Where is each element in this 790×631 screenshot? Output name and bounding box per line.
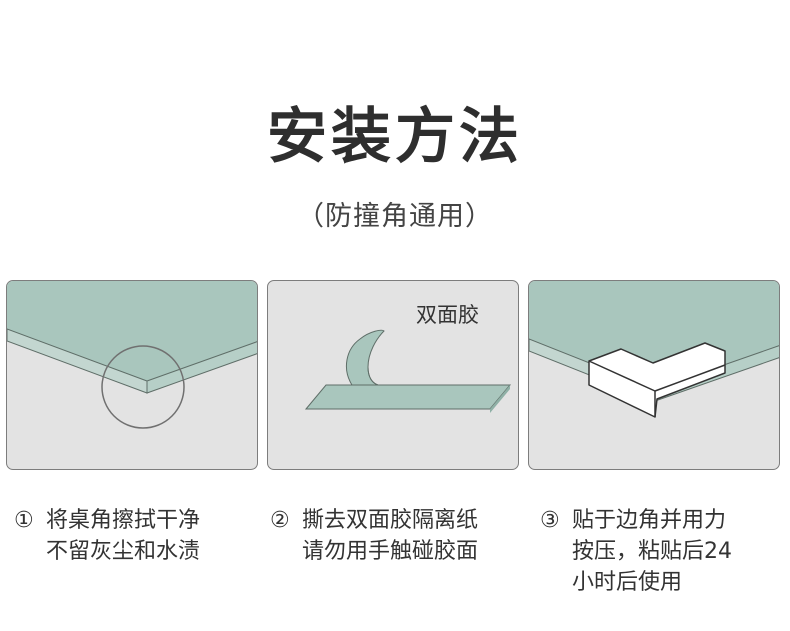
step-2-text: ② 撕去双面胶隔离纸 请勿用手触碰胶面 [270,505,478,567]
tape-peel-liner [345,329,385,386]
step-3-line-2: 按压，粘贴后24 [572,539,732,564]
step-2-illustration: 双面胶 [267,280,519,470]
double-sided-tape-icon [304,329,512,413]
corner-highlight-circle [101,345,185,429]
corner-guard [588,342,726,418]
step-3-number: ③ [540,508,560,533]
step-3-line-1: 贴于边角并用力 [572,508,727,533]
page-subtitle: （防撞角通用） [297,201,493,232]
corner-guard-icon [529,281,779,418]
step-3-line-3: 小时后使用 [572,570,683,595]
tape-label: 双面胶 [416,303,479,327]
step-1-number: ① [14,508,34,533]
step-1-illustration [6,280,258,470]
step-2-line-2: 请勿用手触碰胶面 [302,539,479,564]
page-title: 安装方法 [267,102,523,172]
step-2-line-1: 撕去双面胶隔离纸 [302,508,479,533]
step-2-number: ② [270,508,290,533]
tape-strip [304,384,512,410]
step-3-illustration [528,280,780,470]
tape-strip-side [490,385,510,413]
step-3-text: ③ 贴于边角并用力 按压，粘贴后24 小时后使用 [540,505,732,598]
table-edge-right [146,341,257,394]
table-top [7,281,257,381]
step-1-line-1: 将桌角擦拭干净 [46,508,201,533]
step-1-line-2: 不留灰尘和水渍 [46,539,201,564]
table-corner-circle-icon [7,281,257,429]
step-1-text: ① 将桌角擦拭干净 不留灰尘和水渍 [14,505,200,567]
